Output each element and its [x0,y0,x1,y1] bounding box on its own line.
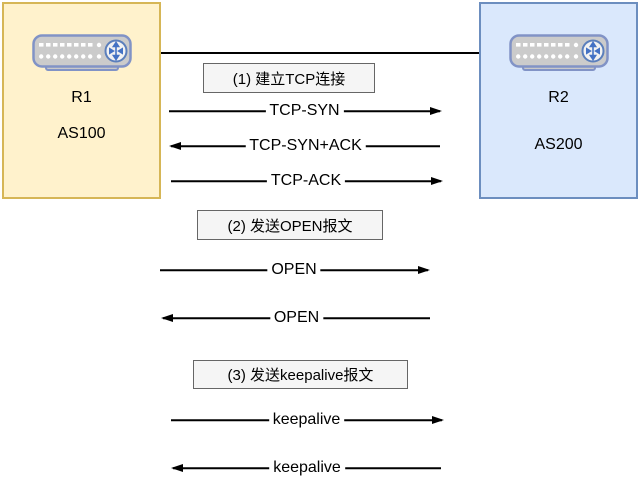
message-arrow-7: keepalive [171,459,442,477]
step-label-3: (3) 发送keepalive报文 [193,360,408,389]
router-icon-graphic [31,34,132,71]
message-label: TCP-ACK [266,172,346,190]
arrowhead-icon [169,142,181,150]
router-icon [31,33,132,73]
step-label-text: (2) 发送OPEN报文 [227,217,353,235]
step-label-text: (3) 发送keepalive报文 [227,367,374,384]
arrowhead-icon [171,464,183,472]
arrowhead-icon [431,177,443,185]
message-label: keepalive [269,459,345,477]
arrowhead-icon [432,416,444,424]
router-icon [508,33,609,73]
actor-r1-box: R1 AS100 [2,2,161,199]
step-label-1: (1) 建立TCP连接 [203,63,375,93]
arrowhead-icon [161,314,173,322]
arrowhead-icon [430,107,442,115]
actor-r2-box: R2 AS200 [479,2,638,199]
actor-as-number: AS100 [57,125,106,142]
message-label: TCP-SYN+ACK [245,137,366,155]
message-arrow-1: TCP-SYN [168,102,442,120]
message-label: TCP-SYN [265,102,344,120]
message-arrow-3: TCP-ACK [170,172,443,190]
router-icon-graphic [508,34,609,71]
message-arrow-4: OPEN [159,261,430,279]
message-arrow-5: OPEN [161,309,431,327]
step-label-2: (2) 发送OPEN报文 [197,210,383,240]
message-label: OPEN [267,261,321,279]
arrowhead-icon [418,266,430,274]
message-label: keepalive [268,411,345,429]
actor-as-number: AS200 [534,136,583,153]
tcp-connection-line [123,52,513,54]
actor-name: R1 [71,89,92,106]
message-arrow-6: keepalive [170,411,444,429]
message-arrow-2: TCP-SYN+ACK [169,137,441,155]
actor-name: R2 [548,89,569,106]
message-label: OPEN [269,309,324,327]
step-label-text: (1) 建立TCP连接 [232,70,346,88]
